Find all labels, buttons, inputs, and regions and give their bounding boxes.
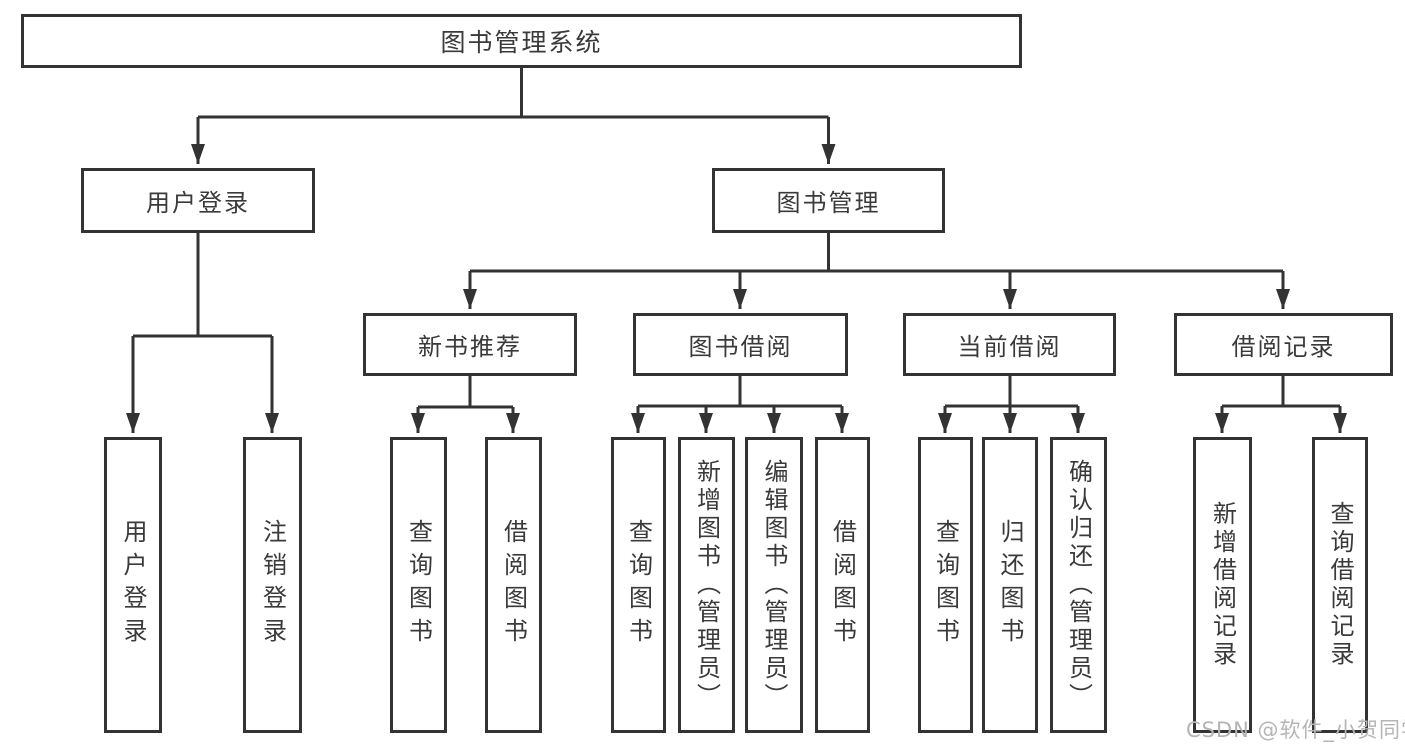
node-borrow-records: 借阅记录: [1174, 313, 1393, 376]
leaf-confirm-return-admin: 确认归还（管理员）: [1050, 437, 1107, 733]
leaf-borrow-books-recommend: 借阅图书: [485, 437, 542, 733]
leaf-user-login: 用户登录: [104, 437, 162, 733]
leaf-borrow-books-borrow: 借阅图书: [815, 437, 870, 733]
leaf-query-books-borrow: 查询图书: [611, 437, 666, 733]
leaf-add-borrow-record: 新增借阅记录: [1193, 437, 1252, 733]
leaf-query-borrow-record: 查询借阅记录: [1312, 437, 1368, 733]
leaf-add-book-admin: 新增图书（管理员）: [678, 437, 735, 733]
leaf-edit-book-admin: 编辑图书（管理员）: [745, 437, 803, 733]
node-new-book-recommend: 新书推荐: [363, 313, 577, 376]
node-current-borrow: 当前借阅: [903, 313, 1116, 376]
node-user-login: 用户登录: [81, 168, 315, 233]
node-book-management: 图书管理: [712, 168, 945, 233]
leaf-query-books-current: 查询图书: [918, 437, 973, 733]
leaf-query-books-recommend: 查询图书: [390, 437, 447, 733]
leaf-logout: 注销登录: [243, 437, 302, 733]
node-book-borrow: 图书借阅: [633, 313, 848, 376]
node-library-system-root: 图书管理系统: [21, 14, 1022, 68]
csdn-watermark: CSDN @软件_小贺同学: [1186, 718, 1405, 742]
leaf-return-books: 归还图书: [982, 437, 1038, 733]
